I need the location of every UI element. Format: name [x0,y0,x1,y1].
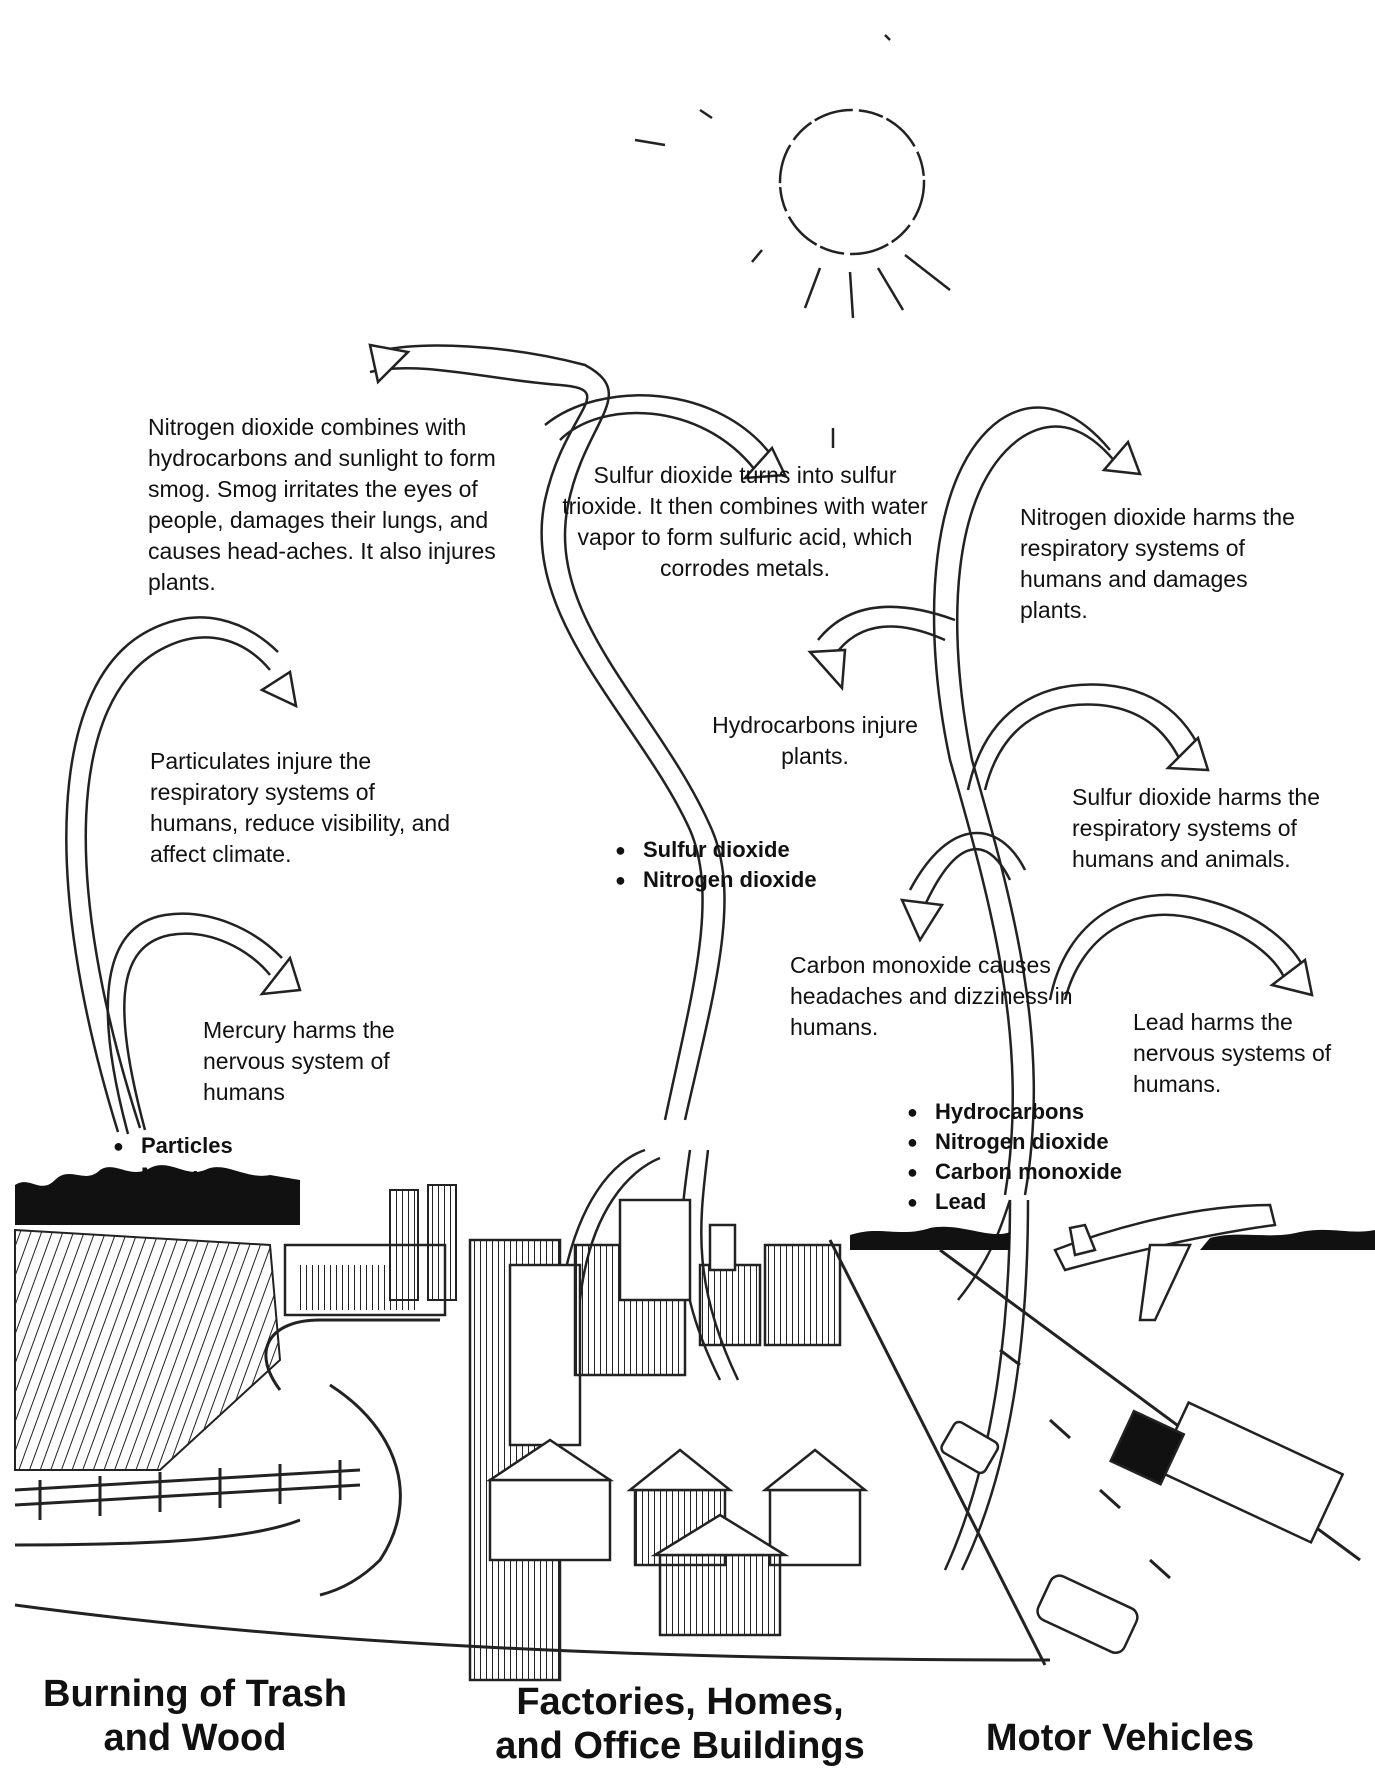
pollutant-item: Mercury [113,1161,233,1191]
source-line: and Office Buildings [495,1725,865,1767]
source-line: and Wood [103,1717,287,1759]
source-line: Factories, Homes, [516,1681,844,1723]
pollution-arrows [65,343,1314,1571]
source-label-factories: Factories, Homes, and Office Buildings [470,1680,890,1768]
pollutant-list-vehicles: Hydrocarbons Nitrogen dioxide Carbon mon… [907,1097,1122,1217]
pollutant-list-trash: Particles Mercury [113,1131,233,1191]
source-line: Motor Vehicles [985,1717,1255,1759]
source-label-trash: Burning of Trash and Wood [30,1672,360,1760]
effect-particulates-text: Particulates injure the respiratory syst… [150,748,450,867]
effect-mercury-text: Mercury harms the nervous system of huma… [203,1017,395,1105]
pollutant-item: Particles [113,1131,233,1161]
effect-so2-respiratory-text: Sulfur dioxide harms the respiratory sys… [1072,784,1321,872]
pollutant-item: Hydrocarbons [907,1097,1122,1127]
pollutant-list-factories: Sulfur dioxide Nitrogen dioxide [615,835,817,895]
sun-icon [634,34,951,448]
effect-lead-text: Lead harms the nervous systems of humans… [1133,1009,1332,1097]
pollutant-item: Carbon monoxide [907,1157,1122,1187]
effect-smog-text: Nitrogen dioxide combines with hydrocarb… [148,414,496,595]
landscape [14,1165,1375,1682]
source-label-vehicles: Motor Vehicles [960,1716,1280,1760]
pollutant-item: Lead [907,1187,1122,1217]
pollutant-item: Sulfur dioxide [615,835,817,865]
effect-no2-respiratory-text: Nitrogen dioxide harms the respiratory s… [1020,504,1295,623]
pollutant-item: Nitrogen dioxide [615,865,817,895]
effect-carbon-monoxide-text: Carbon monoxide causes headaches and diz… [790,952,1073,1040]
source-line: Burning of Trash [43,1673,347,1715]
effect-hydrocarbons-text: Hydrocarbons injure plants. [712,712,918,769]
pollutant-item: Nitrogen dioxide [907,1127,1122,1157]
effect-sulfuric-acid-text: Sulfur dioxide turns into sulfur trioxid… [562,462,928,581]
